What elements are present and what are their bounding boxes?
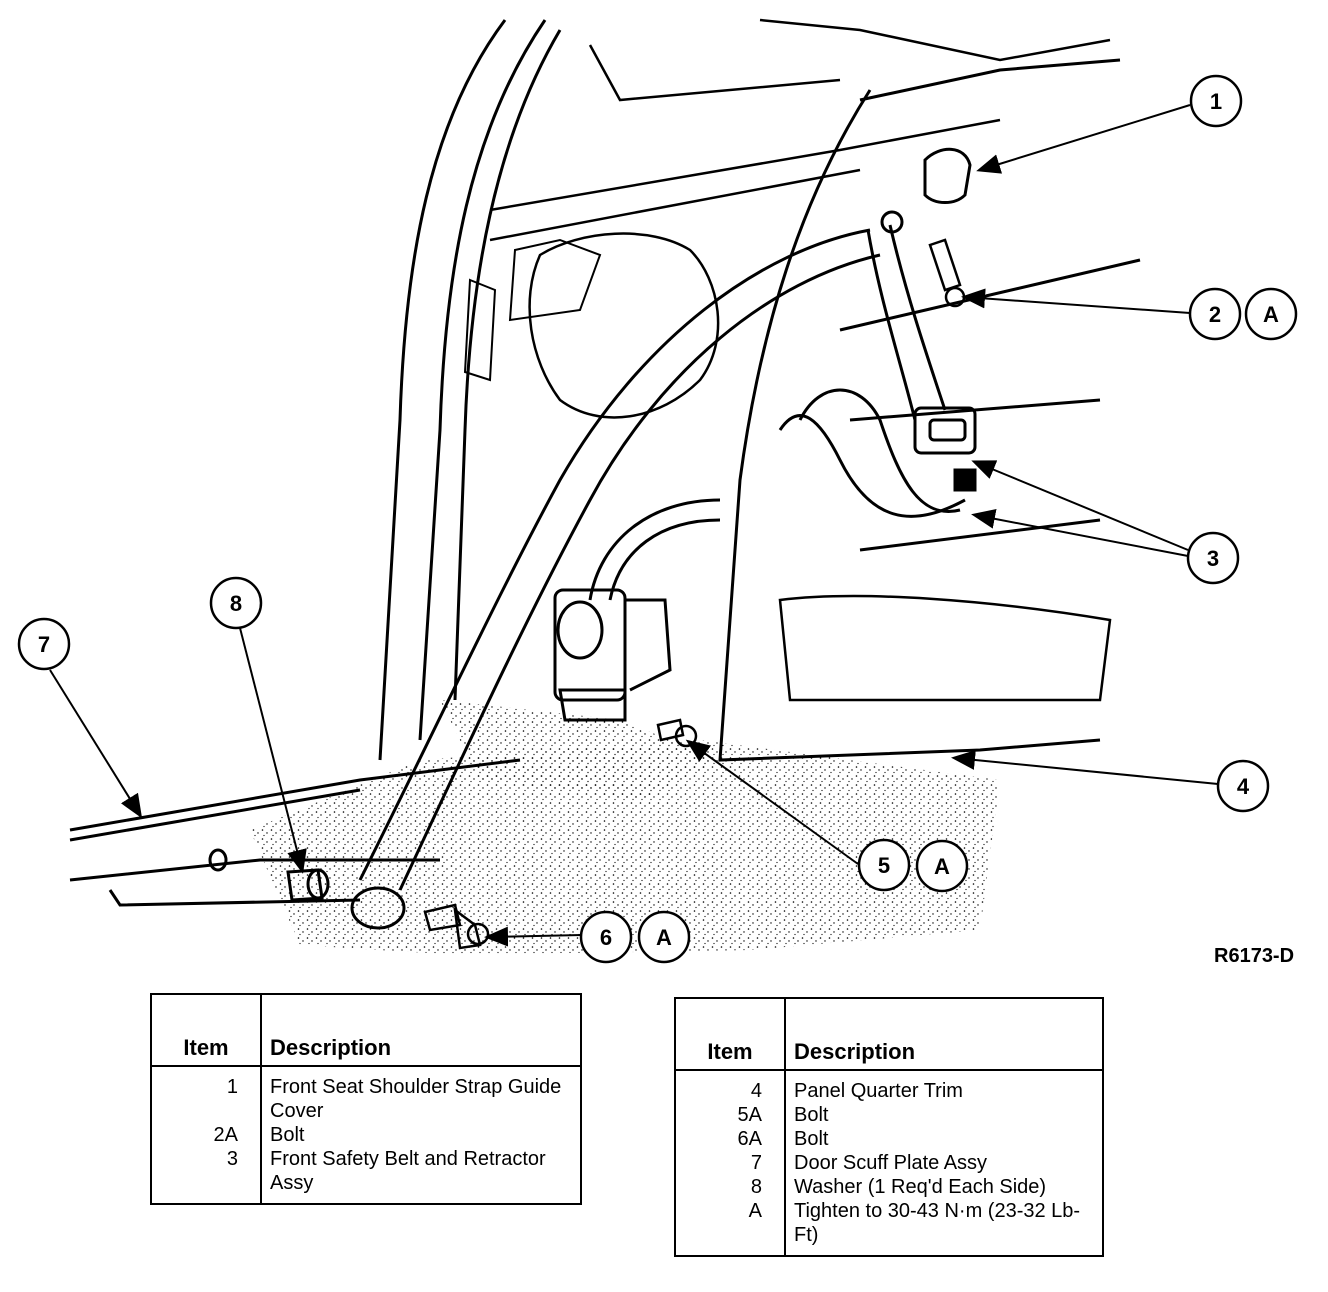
legend-table-right: Item Description 4 Panel Quarter Trim 5A…: [674, 997, 1104, 1257]
svg-text:A: A: [1263, 302, 1279, 327]
callout-1: 1: [1189, 74, 1243, 128]
legend-item: A: [675, 1199, 786, 1256]
d-ring-and-webbing: [778, 224, 977, 518]
callout-7: 7: [17, 617, 71, 671]
callout-5: 5 A: [857, 838, 969, 893]
legend-item: 8: [675, 1175, 786, 1199]
floor-carpet: [250, 700, 1000, 955]
header-description: Description: [261, 994, 581, 1067]
legend-item: 5A: [675, 1103, 786, 1127]
legend-description: Front Seat Shoulder Strap Guide Cover: [270, 1076, 562, 1122]
header-description: Description: [785, 998, 1103, 1071]
legend-description: Door Scuff Plate Assy: [794, 1152, 988, 1174]
svg-text:2: 2: [1209, 302, 1221, 327]
seat-belt-illustration: 1 2 A 3 4 5 A 6 A 7 8: [17, 18, 1298, 964]
callout-3: 3: [1186, 531, 1240, 585]
svg-text:3: 3: [1207, 546, 1219, 571]
svg-text:5: 5: [878, 853, 890, 878]
legend-row: 3 Front Safety Belt and Retractor Assy: [151, 1147, 581, 1204]
legend-row: 5A Bolt: [675, 1103, 1103, 1127]
strap-guide-cover: [880, 147, 972, 234]
legend-row: 7 Door Scuff Plate Assy: [675, 1151, 1103, 1175]
header-item: Item: [675, 998, 786, 1071]
legend-item: 6A: [675, 1127, 786, 1151]
legend-item: 7: [675, 1151, 786, 1175]
legend-description: Panel Quarter Trim: [794, 1080, 963, 1102]
legend-row: A Tighten to 30-43 N·m (23-32 Lb-Ft): [675, 1199, 1103, 1256]
quarter-trim-panel: [718, 58, 1141, 762]
legend-description: Bolt: [270, 1124, 305, 1146]
legend-description: Tighten to 30-43 N·m (23-32 Lb-Ft): [794, 1200, 1081, 1246]
washer-8: [208, 848, 330, 902]
figure-id: R6173-D: [1214, 945, 1295, 967]
legend-description: Washer (1 Req'd Each Side): [794, 1176, 1047, 1198]
legend-item: 1: [151, 1066, 262, 1123]
bolt-2a: [928, 238, 966, 308]
legend-item: 3: [151, 1147, 262, 1204]
legend-description: Bolt: [794, 1104, 829, 1126]
legend-header: Item Description: [151, 994, 581, 1067]
leader-lines: [49, 104, 1219, 947]
legend-row: 8 Washer (1 Req'd Each Side): [675, 1175, 1103, 1199]
scuff-plate: [69, 758, 521, 907]
legend-description: Bolt: [794, 1128, 829, 1150]
legend-row: 1 Front Seat Shoulder Strap Guide Cover: [151, 1066, 581, 1123]
svg-text:4: 4: [1237, 774, 1250, 799]
svg-text:A: A: [934, 854, 950, 879]
retractor-assembly: [553, 498, 721, 722]
rear-window-frame: [489, 18, 1111, 419]
callout-8: 8: [209, 576, 263, 630]
svg-text:8: 8: [230, 591, 242, 616]
legend-row: 6A Bolt: [675, 1127, 1103, 1151]
callout-6: 6 A: [579, 910, 691, 964]
svg-text:6: 6: [600, 925, 612, 950]
header-item: Item: [151, 994, 262, 1067]
legend-row: 4 Panel Quarter Trim: [675, 1070, 1103, 1103]
legend-description: Front Safety Belt and Retractor Assy: [270, 1148, 546, 1194]
svg-text:7: 7: [38, 632, 50, 657]
legend-row: 2A Bolt: [151, 1123, 581, 1147]
legend-item: 4: [675, 1070, 786, 1103]
callout-4: 4: [1216, 759, 1270, 813]
svg-text:1: 1: [1210, 89, 1222, 114]
svg-text:A: A: [656, 925, 672, 950]
b-pillar: [378, 19, 562, 761]
legend-item: 2A: [151, 1123, 262, 1147]
legend-table-left: Item Description 1 Front Seat Shoulder S…: [150, 993, 582, 1205]
legend-header: Item Description: [675, 998, 1103, 1071]
callout-2: 2 A: [1188, 287, 1298, 341]
